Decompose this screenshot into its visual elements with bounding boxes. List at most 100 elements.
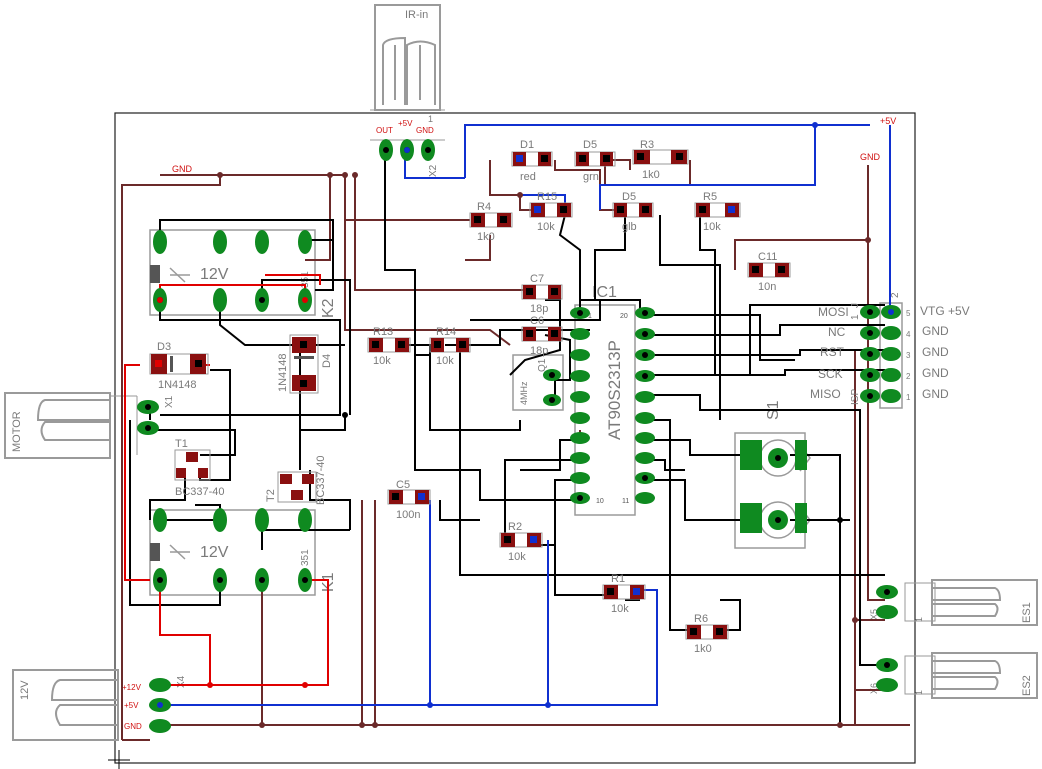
isp-pin-sck: SCK <box>818 367 843 381</box>
c6-ref: C6 <box>530 315 544 327</box>
d3-value: 1N4148 <box>158 379 197 391</box>
th-pads <box>137 139 901 733</box>
r3-value: 1k0 <box>642 169 660 181</box>
r13-ref: R13 <box>373 326 393 338</box>
r13-value: 10k <box>373 355 391 367</box>
es2-title: ES2 <box>1021 675 1033 696</box>
smd-t1 <box>174 449 211 481</box>
c5-ref: C5 <box>396 479 410 491</box>
relay-k1-outline <box>149 509 316 596</box>
crystal-ref: Q1 <box>537 358 548 372</box>
c7-ref: C7 <box>530 273 544 285</box>
power-12v-label: +12V <box>122 683 142 692</box>
relay-k1-voltage: 12V <box>200 544 229 561</box>
isp-right-gnd1: GND <box>922 324 949 338</box>
ir-in-5v-label: +5V <box>398 119 413 128</box>
r15-ref: R15 <box>537 191 557 203</box>
r14-value: 10k <box>436 355 454 367</box>
t2-value: BC337-40 <box>315 455 327 505</box>
isp-right-gnd4: GND <box>922 387 949 401</box>
ir-in-gnd-label: GND <box>416 126 434 135</box>
c11-value: 10n <box>758 281 776 293</box>
es1-pin: 1 <box>914 617 924 622</box>
smd-t2 <box>277 471 317 503</box>
ic1-ref: IC1 <box>592 284 617 301</box>
ir-in-out-label: OUT <box>376 126 393 135</box>
ic1-outline <box>574 304 636 516</box>
isp-num-4: 4 <box>906 330 911 339</box>
es1-ref: X5 <box>869 609 879 620</box>
c6-value: 18p <box>530 345 548 357</box>
power-gnd-label: GND <box>124 722 142 731</box>
isp-pin-miso: MISO <box>810 387 841 401</box>
es2-connector <box>904 652 1038 699</box>
isp-pin-mosi: MOSI <box>818 305 849 319</box>
motor-connector <box>4 392 138 459</box>
power-connector <box>12 669 119 741</box>
r1-ref: R1 <box>611 573 625 585</box>
d4-ref: D4 <box>321 354 333 368</box>
r5-ref: R5 <box>703 191 717 203</box>
relay-k2-ref: K2 <box>320 298 337 318</box>
r2-ref: R2 <box>508 521 522 533</box>
c11-ref: C11 <box>758 251 777 263</box>
motor-ref: X1 <box>164 395 175 408</box>
r6-ref: R6 <box>694 613 708 625</box>
ic1-pin10: 10 <box>596 498 604 505</box>
isp-pin2-label: 2 <box>890 292 901 298</box>
d1-ref: D1 <box>520 139 534 151</box>
isp-j-label: J <box>850 303 861 308</box>
t1-ref: T1 <box>175 438 188 450</box>
r6-value: 1k0 <box>694 643 712 655</box>
isp-num-3: 3 <box>906 351 911 360</box>
d3-ref: D3 <box>157 341 171 353</box>
ir-in-pin1: 1 <box>428 114 433 124</box>
junction-dots-blue <box>427 122 818 708</box>
ir-in-ref: X2 <box>428 164 439 177</box>
motor-title: MOTOR <box>11 411 23 452</box>
isp-right-gnd2: GND <box>922 345 949 359</box>
c7-value: 18p <box>530 303 548 315</box>
es2-ref: X6 <box>869 683 879 694</box>
junction-dots <box>217 172 871 728</box>
traces-blue <box>160 124 891 706</box>
isp-num-2: 2 <box>906 372 911 381</box>
isp-right-gnd3: GND <box>922 366 949 380</box>
isp-ref: ISP <box>850 389 861 405</box>
ic1-pin20: 20 <box>620 313 628 320</box>
t1-value: BC337-40 <box>175 486 225 498</box>
isp-num-1: 1 <box>906 393 911 402</box>
r2-value: 10k <box>508 551 526 563</box>
ir-in-title: IR-in <box>405 9 428 21</box>
ic1-part: AT90S2313P <box>605 340 624 440</box>
r4-value: 1k0 <box>477 231 495 243</box>
d5a-ref: D5 <box>583 139 597 151</box>
d5b-value: glb <box>622 221 637 233</box>
es1-title: ES1 <box>1021 602 1033 623</box>
es2-pin: 1 <box>914 690 924 695</box>
r4-ref: R4 <box>477 201 491 213</box>
traces-black <box>129 150 885 725</box>
isp-pin-nc: NC <box>828 325 846 339</box>
r1-value: 10k <box>611 603 629 615</box>
junction-dots-red <box>207 682 308 688</box>
crystal-outline <box>512 354 564 411</box>
smd-vias <box>155 153 785 635</box>
c5-value: 100n <box>396 509 420 521</box>
power-5v-label: +5V <box>124 701 139 710</box>
ic1-pin11: 11 <box>622 498 629 505</box>
junction-dots-black <box>342 412 843 523</box>
power-ref: X4 <box>176 675 187 688</box>
d5b-ref: D5 <box>622 191 636 203</box>
d4-value: 1N4148 <box>277 353 289 392</box>
r14-ref: R14 <box>436 326 456 338</box>
isp-pin-rst: RST <box>820 345 845 359</box>
r3-ref: R3 <box>640 139 654 151</box>
relay-k1-code: 351 <box>300 549 311 566</box>
pad-holes-blue <box>157 147 894 708</box>
isp-right-vtg: VTG +5V <box>920 304 970 318</box>
net-gnd-left: GND <box>172 164 193 174</box>
ic1-pin1: 1 <box>588 313 592 320</box>
power-title: 12V <box>19 680 31 700</box>
